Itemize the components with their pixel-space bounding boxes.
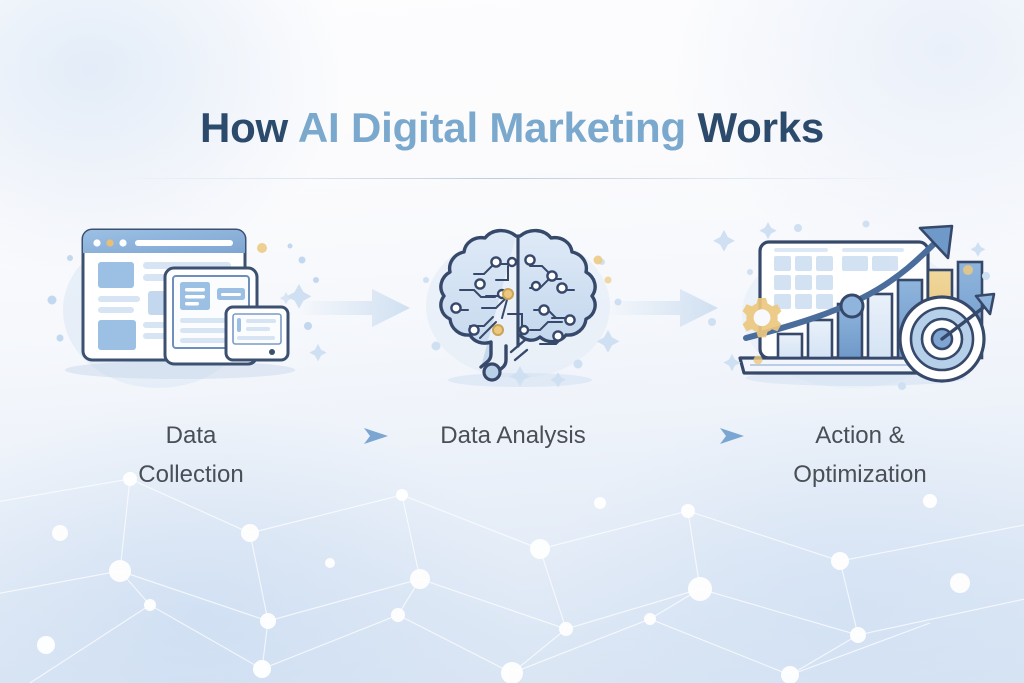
gear-icon (742, 298, 782, 338)
step-3-icon-laptop-growth-chart-target-icon (708, 220, 996, 390)
step-2-label: Data Analysis (398, 416, 628, 455)
background-glow-bottom-left (0, 403, 520, 683)
step-1-label-line-2: Collection (138, 461, 244, 488)
network-texture (0, 472, 1024, 683)
page-title: How AI Digital Marketing Works (0, 104, 1024, 152)
title-part-2-accent: AI Digital Marketing (297, 104, 686, 151)
connector-block-arrow-1 (298, 289, 410, 327)
step-3-label-line-2: Optimization (793, 461, 927, 488)
title-part-3: Works (685, 104, 825, 151)
connector-line-arrow-2 (644, 428, 744, 444)
connector-block-arrow-2 (606, 289, 718, 327)
step-2-label-line-1: Data Analysis (440, 422, 586, 449)
title-part-1: How (199, 104, 298, 151)
title-divider (112, 178, 912, 179)
step-3-label-line-1: Action & (815, 422, 905, 449)
step-1-label: Data Collection (66, 416, 316, 494)
step-3-label: Action & Optimization (700, 416, 1020, 494)
connector-line-arrow-1 (288, 428, 388, 444)
step-1-label-line-1: Data (165, 422, 217, 449)
step-1-icon-devices-browser-tablet-phone-icon (47, 228, 327, 388)
background-glow-top-right (664, 0, 1024, 270)
step-2-icon-ai-brain-circuit-icon (423, 228, 622, 388)
